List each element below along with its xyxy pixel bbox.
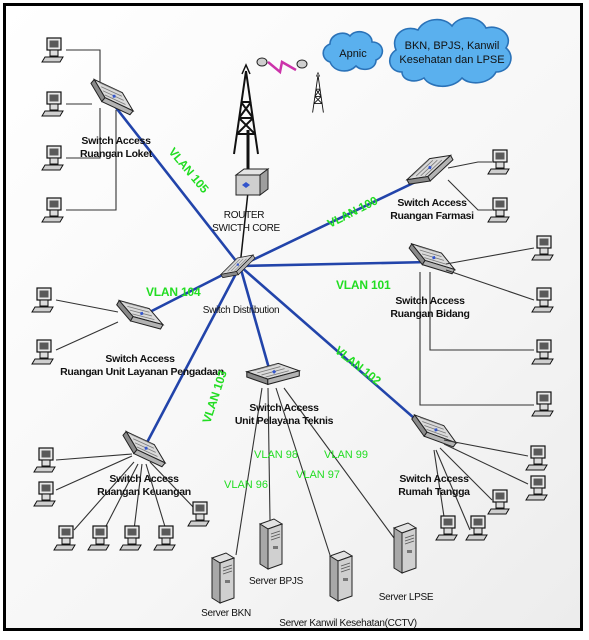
router-label-line2: SWICTH CORE	[212, 223, 280, 234]
server-bkn-icon	[211, 552, 235, 604]
pc-icon	[531, 235, 554, 261]
keuangan-switch-icon	[117, 424, 171, 474]
bidang-label-line2: Ruangan Bidang	[390, 308, 469, 320]
vlan-105-label: VLAN 105	[166, 145, 212, 196]
teknis-switch-icon	[246, 362, 300, 385]
bidang-switch-icon	[404, 236, 459, 282]
layanan-label-line1: Switch Access	[105, 353, 175, 365]
farmasi-switch-icon	[402, 148, 458, 191]
dish-icon	[256, 57, 308, 69]
pc-icon	[119, 525, 142, 551]
vlan-99-label: VLAN 99	[324, 449, 368, 461]
rumah-label-line2: Rumah Tangga	[398, 486, 470, 498]
rumah-switch-icon	[407, 407, 461, 454]
switch-icon	[85, 72, 139, 122]
pc-icon	[33, 447, 56, 473]
apnic-label: Apnic	[339, 48, 367, 60]
loket-label-line2: Ruangan Loket	[80, 148, 153, 160]
pc-icon	[41, 91, 64, 117]
antenna-tower-icon	[312, 72, 324, 114]
loket-label-line1: Switch Access	[81, 135, 151, 147]
pc-icon	[525, 445, 548, 471]
layanan-switch-icon	[112, 293, 168, 337]
keuangan-label-line1: Switch Access	[109, 473, 179, 485]
pc-icon	[31, 339, 54, 365]
layanan-label-line2: Ruangan Unit Layanan Pengadaan	[60, 366, 224, 378]
vlan-97-label: VLAN 97	[296, 469, 340, 481]
loket-pc-links	[66, 49, 117, 211]
pc-icon	[41, 37, 64, 63]
server-kanwil-icon	[329, 550, 353, 602]
vlan-100-label: VLAN 100	[325, 193, 380, 230]
router-label-line1: ROUTER	[224, 210, 265, 221]
apnic-cloud: Apnic	[322, 30, 384, 72]
pc-icon	[531, 391, 554, 417]
keuangan-label-line2: Ruangan Keuangan	[97, 486, 191, 498]
vlan-96-label: VLAN 96	[224, 479, 268, 491]
pc-icon	[525, 475, 548, 501]
vlan-102-label: VLAN 102	[332, 343, 384, 388]
tower-icon	[233, 64, 259, 155]
agencies-label-line2: Kesehatan dan LPSE	[399, 54, 504, 66]
agencies-cloud: BKN, BPJS, Kanwil Kesehatan dan LPSE	[389, 17, 512, 88]
router-icon	[234, 168, 270, 196]
vlan-98-label: VLAN 98	[254, 449, 298, 461]
pc-icon	[435, 515, 458, 541]
rumah-label-line1: Switch Access	[399, 473, 469, 485]
pc-icon	[487, 489, 510, 515]
pc-icon	[33, 481, 56, 507]
server-lpse-icon	[393, 522, 417, 574]
agencies-label-line1: BKN, BPJS, Kanwil	[405, 40, 500, 52]
pc-icon	[31, 287, 54, 313]
vlan-101-label: VLAN 101	[336, 278, 391, 292]
bidang-label-line1: Switch Access	[395, 295, 465, 307]
pc-icon	[153, 525, 176, 551]
pc-icon	[87, 525, 110, 551]
teknis-label-line1: Switch Access	[249, 402, 319, 414]
farmasi-label-line1: Switch Access	[397, 197, 467, 209]
pc-icon	[53, 525, 76, 551]
vlan-104-label: VLAN 104	[146, 285, 201, 299]
server-kanwil-label: Server Kanwil Kesehatan(CCTV)	[279, 618, 416, 629]
pc-icon	[531, 339, 554, 365]
server-bpjs-icon	[259, 518, 283, 570]
server-lpse-label: Server LPSE	[379, 592, 434, 603]
pc-icon	[41, 197, 64, 223]
wireless-link-icon	[267, 60, 297, 75]
farmasi-label-line2: Ruangan Farmasi	[390, 210, 474, 222]
server-bkn-label: Server BKN	[201, 608, 251, 619]
teknis-label-line2: Unit Pelayana Teknis	[235, 415, 334, 427]
pc-icon	[531, 287, 554, 313]
distribution-label: Switch Distribution	[203, 305, 280, 316]
server-bpjs-label: Server BPJS	[249, 576, 304, 587]
pc-icon	[41, 145, 64, 171]
